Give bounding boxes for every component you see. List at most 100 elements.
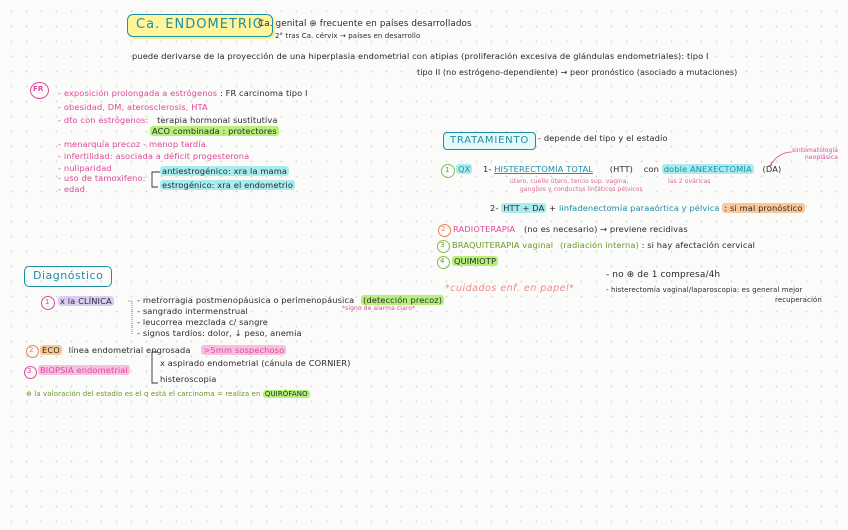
dx-number-1 <box>41 296 55 310</box>
htt-text: (HTT) <box>609 164 633 174</box>
dx-sangrado: - sangrado intermenstrual <box>137 306 248 316</box>
exposicion-note: : FR carcinoma tipo I <box>219 88 308 98</box>
tx-no: - no ⊕ de 1 compresa/4h <box>606 270 721 280</box>
da-text: (DA) <box>762 164 782 174</box>
tx-radio: RADIOTERAPIA (no es necesario) → previen… <box>453 224 688 235</box>
quimio-text: QUIMIOTP <box>452 256 499 266</box>
fr-exposicion: - exposición prolongada a estrógenos : F… <box>58 88 308 99</box>
linfa-text: linfadenectomía paraaórtica y pélvica <box>558 203 720 213</box>
dx-signo: *signo de alarma claro* <box>342 305 416 312</box>
fr-edad: - edad <box>58 184 85 194</box>
fr-estrogenico: estrogénico: xra el endometrio <box>160 180 296 191</box>
tx-number-4 <box>437 256 450 269</box>
fr-nuliparidad: - nuliparidad <box>58 163 112 173</box>
mal-text: : si mal pronóstico <box>722 203 805 213</box>
tratamiento-title-text: TRATAMIENTO <box>450 135 530 146</box>
tx-sintoma: sintomatología neoplásica <box>782 147 838 162</box>
aco-text: ACO combinada : protectores <box>150 126 279 136</box>
tx-number-3 <box>437 240 450 253</box>
tx-item-1: 1- HISTERECTOMÍA TOTAL (HTT) con doble A… <box>483 164 782 175</box>
qx-text: QX <box>456 164 473 174</box>
biopsia-text: BIOPSIA endometrial <box>38 365 130 375</box>
fr-obesidad: - obesidad, DM, aterosclerosis, HTA <box>58 102 208 112</box>
dx-number-3-text: 3 <box>27 367 32 375</box>
radio-text: RADIOTERAPIA <box>453 224 516 234</box>
fr-badge <box>30 82 49 99</box>
tratamiento-depende: - depende del tipo y el estadío <box>538 133 668 143</box>
doble-text: doble ANEXECTOMÍA <box>661 164 754 174</box>
infertilidad-text: - infertilidad: asociada a déficit proge… <box>58 151 250 161</box>
type2-text: tipo II (no estrógeno-dependiente) → peo… <box>417 68 738 77</box>
clinica-text: x la CLÍNICA <box>58 296 114 306</box>
item1-pre: 1- <box>483 164 495 174</box>
tx-number-1 <box>441 164 455 178</box>
dx-leucorrea: - leucorrea mezclada c/ sangre <box>137 317 268 327</box>
origin-type2: tipo II (no estrógeno-dependiente) → peo… <box>417 68 737 77</box>
dx-estadio: ⊕ la valoración del estadío es el q está… <box>26 390 310 398</box>
header-line-2: 2° tras Ca. cérvix → países en desarroll… <box>275 32 421 40</box>
con-text: con <box>643 164 659 174</box>
estro-text: estrogénico: xra el endometrio <box>160 180 296 190</box>
dto-text: - dto con estrógenos: <box>58 115 149 125</box>
title-text: Ca. ENDOMETRIO <box>136 17 264 32</box>
htt-da-text: HTT + DA <box>501 203 547 213</box>
braqui-note: (radiación interna) <box>559 240 639 250</box>
braqui-text: BRAQUITERAPIA vaginal <box>452 240 554 250</box>
tx-note-3: las 2 ováricas <box>668 178 711 185</box>
dx-number-2 <box>26 345 39 358</box>
origin-line: puede derivarse de la proyección de una … <box>132 51 709 61</box>
estadio-pre: ⊕ la valoración del estadío <box>26 390 123 398</box>
tratamiento-title: TRATAMIENTO <box>443 132 537 150</box>
item2-pre: 2- <box>490 203 502 213</box>
tx-note-1: útero, cuello útero, tercio sup. vagina, <box>510 178 629 185</box>
fr-tamoxifeno: - uso de tamoxifeno: <box>58 173 146 183</box>
dx-metro: - metrorragia postmenopáusica o perimeno… <box>137 295 445 306</box>
braqui-tail: : si hay afectación cervical <box>641 240 756 250</box>
dx-biopsia: BIOPSIA endometrial <box>38 365 130 376</box>
tx-note-2: ganglios y conductos linfáticos pélvicos <box>520 186 643 193</box>
diagnostico-title-text: Diagnóstico <box>33 269 104 282</box>
tx-cuidados: *cuidados enf. en papel* <box>445 283 575 294</box>
eco-mm: >5mm sospechoso <box>201 345 287 355</box>
metro-text: - metrorragia postmenopáusica o perimeno… <box>137 295 355 305</box>
tx-braqui: BRAQUITERAPIA vaginal (radiación interna… <box>452 240 756 251</box>
tx-number-4-text: 4 <box>440 257 445 265</box>
fr-menarquia: - menarquía precoz - menop tardía <box>58 139 206 149</box>
biopsia-a-text: x aspirado endometrial (cánula de CORNIE… <box>160 358 351 368</box>
tx-recup: recuperación <box>775 296 822 304</box>
fr-aco: ACO combinada : protectores <box>150 126 279 137</box>
fr-badge-text: FR <box>33 85 44 93</box>
dx-tardios: - signos tardíos: dolor, ↓ peso, anemia <box>137 328 302 338</box>
header-line-1: Ca. genital ⊕ frecuente en países desarr… <box>258 19 472 29</box>
fr-infertilidad: - infertilidad: asociada a déficit proge… <box>58 151 250 162</box>
dx-clinica: x la CLÍNICA <box>58 296 114 307</box>
tx-histlap: - histerectomía vaginal/laparoscopia: es… <box>606 286 803 294</box>
dx-number-1-text: 1 <box>45 298 50 306</box>
tx-quimio: QUIMIOTP <box>452 256 499 267</box>
tx-number-2-text: 2 <box>441 225 446 233</box>
diagnostico-title: Diagnóstico <box>24 266 113 287</box>
tx-qx: QX <box>456 164 473 175</box>
sintoma-text: sintomatología neoplásica <box>791 147 838 161</box>
histerectomia-text: HISTERECTOMÍA TOTAL <box>494 164 594 174</box>
estadio-mid: es el q está el carcinoma = realiza en <box>124 390 261 398</box>
deteccion-text: (detección precoz) <box>361 295 445 305</box>
tx-item-2: 2- HTT + DA + linfadenectomía paraaórtic… <box>490 203 805 214</box>
fr-dto: - dto con estrógenos: terapia hormonal s… <box>58 115 278 126</box>
eco-text: ECO <box>40 345 62 355</box>
anti-text: antiestrogénico: xra la mama <box>160 166 290 176</box>
tx-number-3-text: 3 <box>440 241 445 249</box>
dx-number-3 <box>24 366 37 379</box>
plus-text: + <box>549 203 557 213</box>
radio-note: (no es necesario) → previene recidivas <box>523 224 688 234</box>
fr-antiestrogenico: antiestrogénico: xra la mama <box>160 166 290 177</box>
dx-number-2-text: 2 <box>29 346 34 354</box>
terapia-text: terapia hormonal sustitutiva <box>157 115 278 125</box>
tx-number-1-text: 1 <box>445 166 450 174</box>
tx-number-2 <box>438 224 451 237</box>
dx-biopsia-b: histeroscopia <box>160 374 217 384</box>
exposicion-text: - exposición prolongada a estrógenos <box>58 88 218 98</box>
quirofano-text: QUIRÓFANO <box>262 390 310 398</box>
dx-eco: ECO línea endometrial engrosada >5mm sos… <box>40 345 287 356</box>
